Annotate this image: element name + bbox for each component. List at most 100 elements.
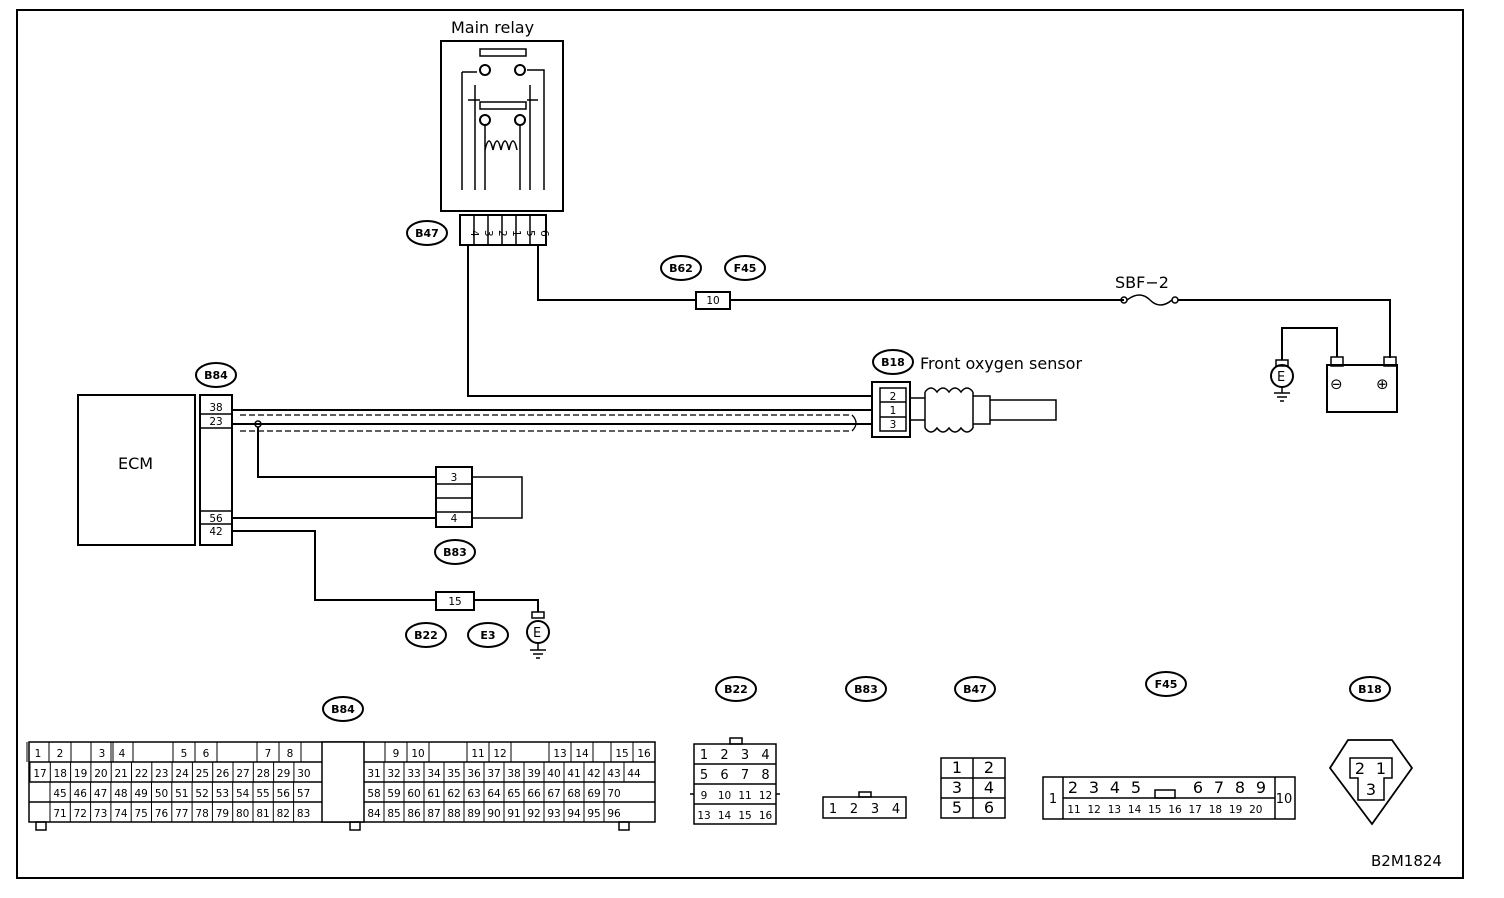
b84-face-pin: 95 [587,808,600,820]
b84-face-pin: 26 [216,768,230,780]
b18-face [1328,739,1414,826]
b47-face-pin: 3 [952,778,962,797]
figure-code: B2M1824 [1371,852,1442,870]
f45-face-pin: 10 [1276,792,1293,807]
b22-face-pin: 13 [697,810,710,822]
tag-f45 [724,255,766,281]
b22-face-pin: 16 [759,810,773,822]
b83-pin-4: 4 [451,513,458,525]
b84-face-pin: 56 [277,788,291,800]
b83-pin-3: 3 [451,472,458,484]
f45-face-pin: 12 [1088,804,1101,816]
b84-face-pin: 67 [547,788,560,800]
b47-face-pin: 2 [984,758,994,777]
b84-face-pin: 8 [287,748,294,760]
shield-line [240,414,852,432]
b84-face-pin: 20 [94,768,107,780]
f45-face-pin: 19 [1229,804,1242,816]
b84-face-pin: 88 [447,808,460,820]
b84-face-pin: 5 [181,748,188,760]
b84-face-pin: 30 [297,768,310,780]
ground-label-2: E [533,626,541,641]
relay-pin: 1 [510,230,522,237]
f45-face-pin: 5 [1131,778,1141,797]
diagram-frame [16,9,1464,879]
ground-icon-2 [526,611,550,659]
battery-minus: ⊖ [1330,375,1343,393]
f45-face-pin: 15 [1148,804,1161,816]
b84-face-pin: 54 [236,788,250,800]
b18-face-pin: 3 [1366,780,1376,799]
b84-face-pin: 15 [615,748,628,760]
b84-face-pin: 3 [99,748,106,760]
b84-face-pin: 91 [507,808,520,820]
b84-face-pin: 6 [203,748,210,760]
main-relay [440,40,564,212]
b84-face-pin: 57 [297,788,310,800]
f45-face-pin: 4 [1110,778,1120,797]
b84-face-pin: 59 [387,788,400,800]
b84-face-pin: 48 [114,788,127,800]
b84-face-pin: 34 [427,768,441,780]
front-oxygen-sensor-label: Front oxygen sensor [920,354,1082,373]
tag-f45-text: F45 [734,262,757,275]
b84-face-pin: 66 [527,788,541,800]
b84-face-pin: 85 [387,808,400,820]
b84-face-pin: 96 [607,808,621,820]
tag-b22-text: B22 [414,629,438,642]
b84-face-pin: 1 [35,748,42,760]
battery-plus: ⊕ [1376,375,1389,393]
b84-face-pin: 13 [553,748,566,760]
face-tag-b84: B84 [331,703,355,716]
b22-face-pin: 6 [720,768,728,783]
b84-face-pin: 36 [467,768,481,780]
b84-face-pin: 9 [393,748,400,760]
ecm-pin-42: 42 [209,526,222,538]
tag-b47-text: B47 [415,227,439,240]
b84-face-pin: 55 [256,788,269,800]
b84-face-pin: 32 [387,768,400,780]
b22-face-pin: 4 [761,748,769,763]
b84-face-pin: 81 [256,808,269,820]
ecm-pin-38: 38 [209,402,222,414]
b18-pin: 1 [890,405,897,417]
ground-label: E [1277,370,1285,385]
b84-face-pin: 29 [277,768,290,780]
b84-face-pin: 39 [527,768,540,780]
tag-b18-text: B18 [881,356,905,369]
b84-face-pin: 45 [53,788,66,800]
b84-face-pin: 82 [277,808,290,820]
b84-face-pin: 53 [216,788,229,800]
b84-face-pin: 43 [607,768,620,780]
b84-face-pin: 83 [297,808,310,820]
f45-face-pin: 13 [1108,804,1121,816]
b22-face-pin: 9 [701,790,708,802]
ground-icon [1270,359,1294,402]
b84-face-pin: 62 [447,788,460,800]
b18-face-pin: 1 [1376,759,1386,778]
b22-face-pin: 5 [700,768,708,783]
b84-face-pin: 4 [119,748,126,760]
f45-face-pin: 7 [1214,778,1224,797]
b84-face-pin: 89 [467,808,480,820]
b84-face-pin: 74 [114,808,128,820]
tag-b83 [434,539,476,565]
b83-connector [435,466,473,528]
b84-face-pin: 28 [257,768,270,780]
main-relay-label: Main relay [451,18,534,37]
b83-face-pin: 1 [829,802,837,817]
b84-face-pin: 41 [567,768,580,780]
b84-face-pin: 79 [216,808,229,820]
b84-face-pin: 64 [487,788,501,800]
b84-face-pin: 73 [94,808,107,820]
tag-b62 [660,255,702,281]
face-tag-f45: F45 [1155,678,1178,691]
fuse-label: SBF−2 [1115,273,1169,292]
relay-pin: 5 [524,230,536,237]
b84-face-pin: 16 [637,748,651,760]
tag-b22 [405,622,447,648]
b84-face-pin: 77 [175,808,188,820]
b22-face-pin: 3 [741,748,749,763]
b84-face-pin: 22 [135,768,148,780]
b47-face-pin: 4 [984,778,994,797]
